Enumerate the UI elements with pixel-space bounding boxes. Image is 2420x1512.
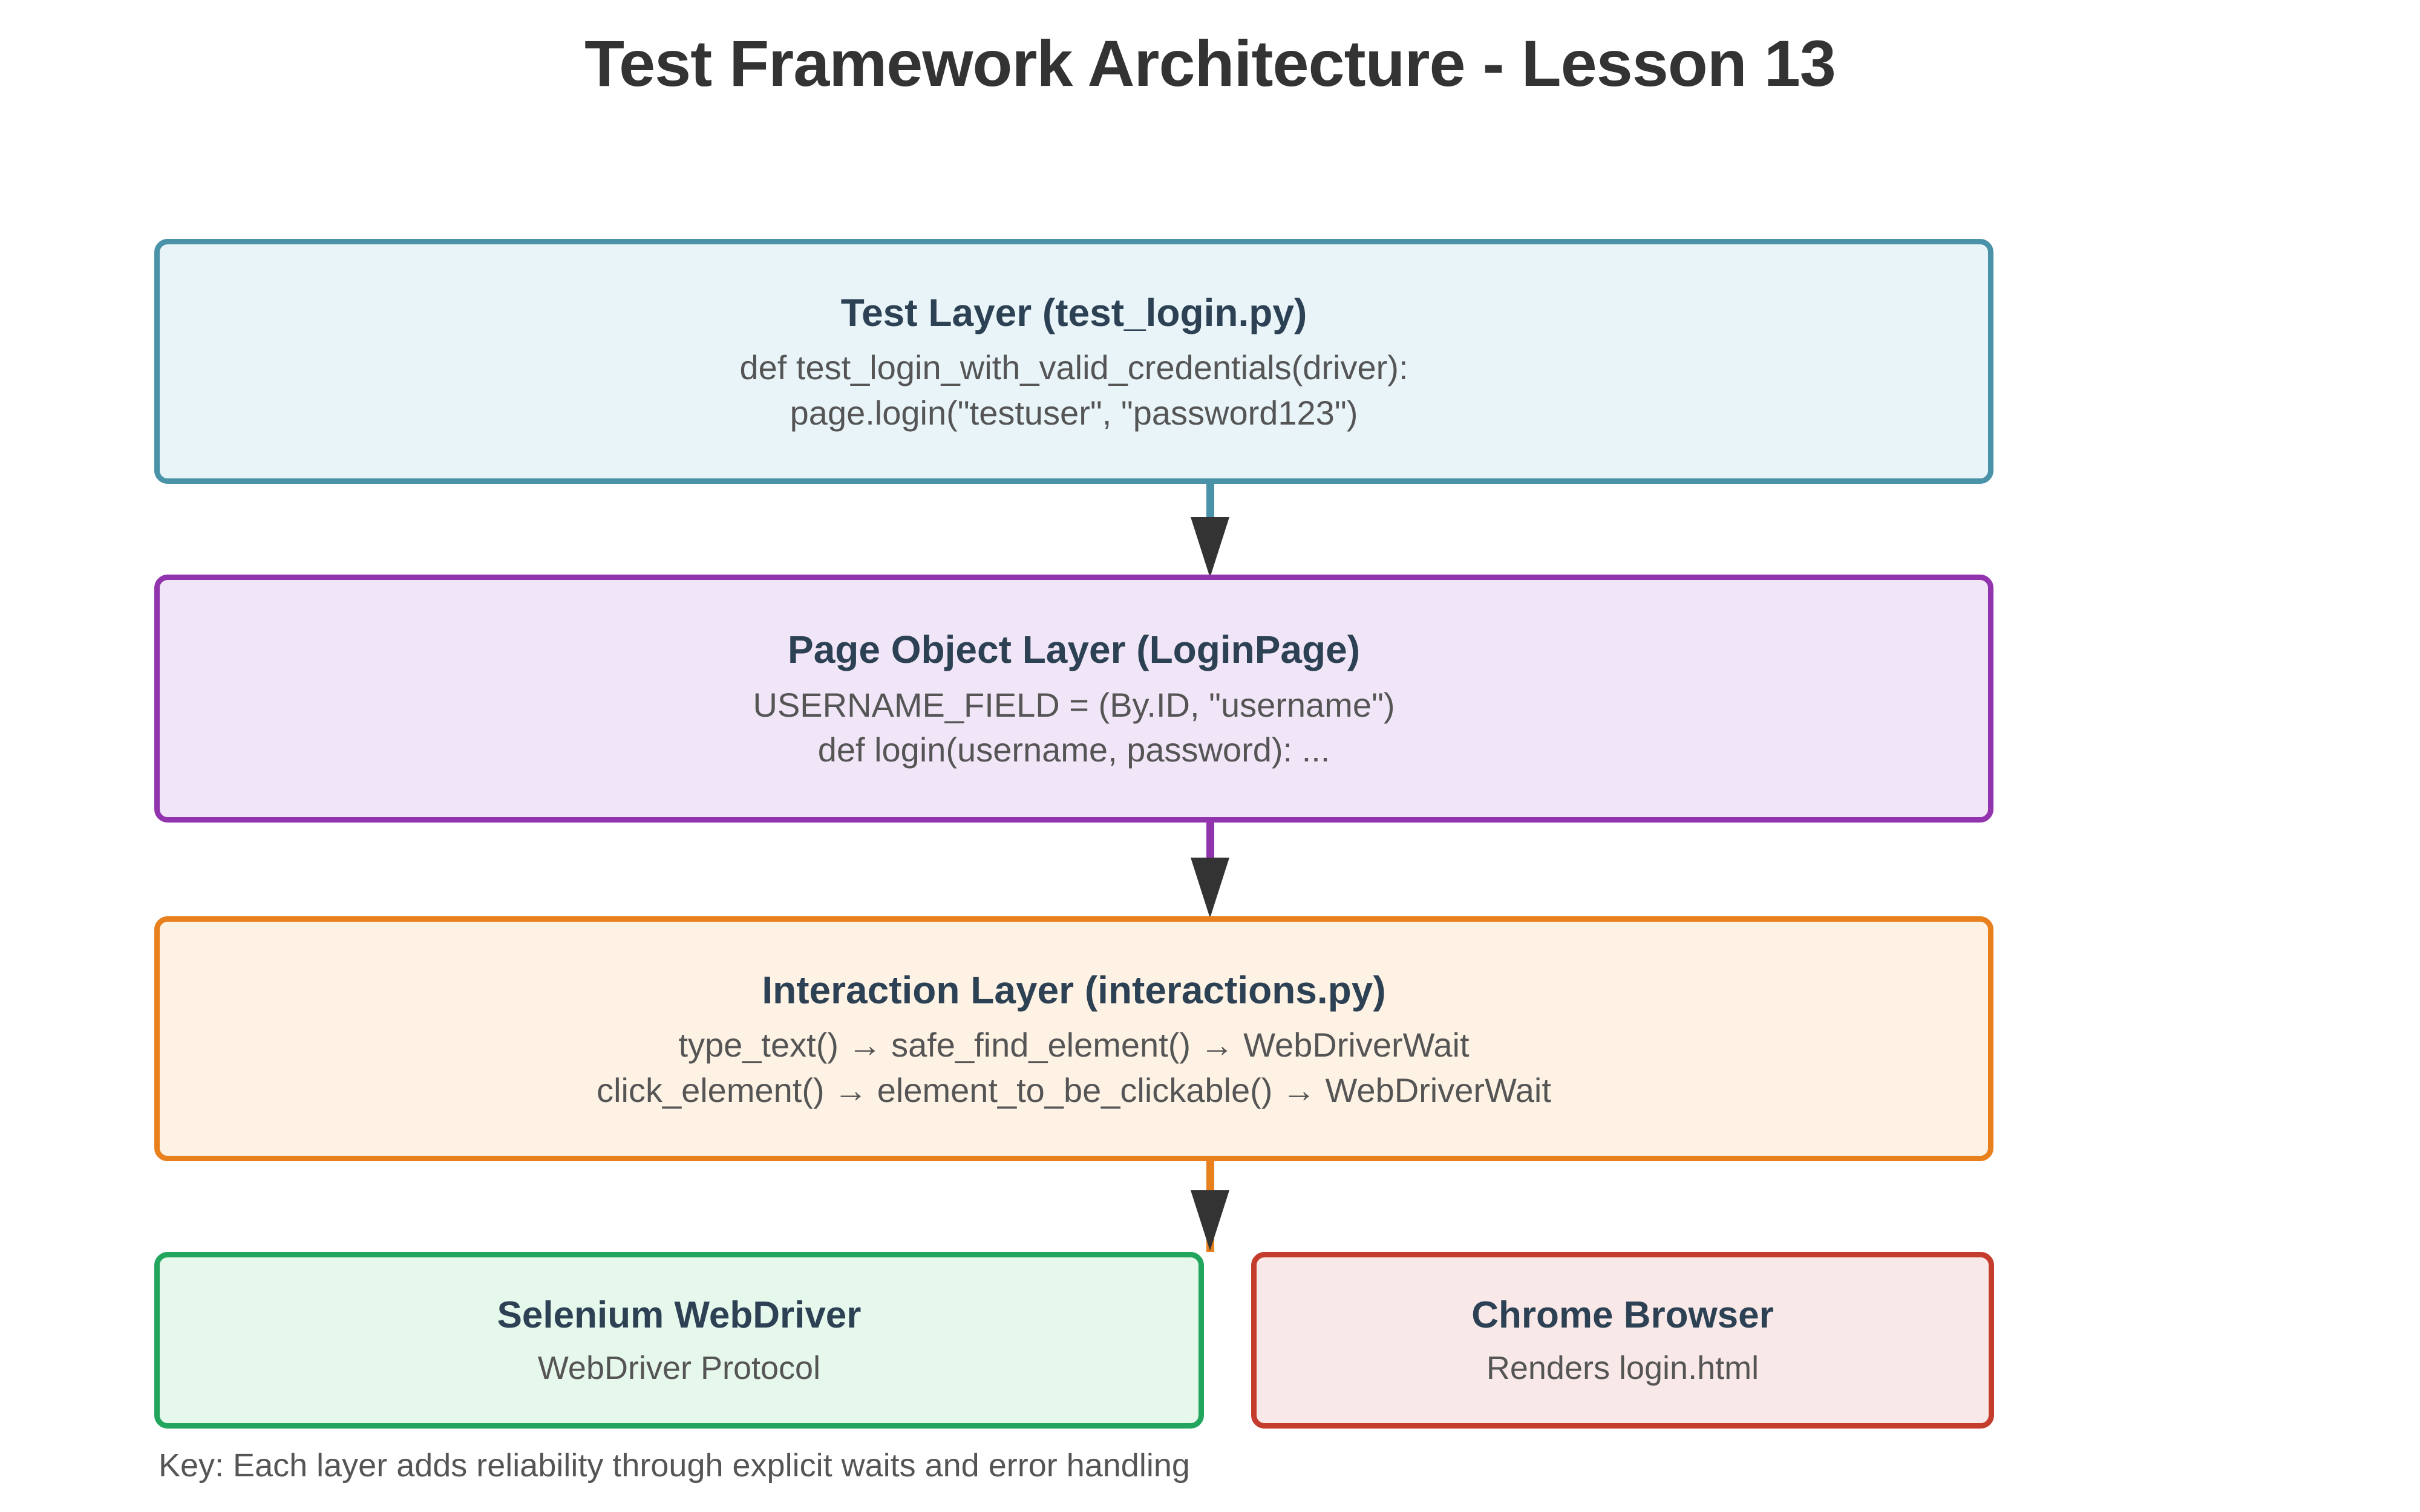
arrow-head-icon	[1191, 517, 1229, 578]
key-note: Key: Each layer adds reliability through…	[159, 1447, 1190, 1484]
layer-title-chrome-browser: Chrome Browser	[1471, 1294, 1774, 1336]
layer-subtitle-selenium-webdriver: WebDriver Protocol	[537, 1349, 821, 1386]
layer-title-test-layer: Test Layer (test_login.py)	[840, 290, 1307, 334]
arrow-head-icon	[1191, 858, 1229, 918]
arrow-shaft-icon	[1206, 823, 1214, 862]
layer-code-line-2-test-layer: page.login("testuser", "password123")	[790, 393, 1358, 432]
layer-box-page-object-layer[interactable]: Page Object Layer (LoginPage) USERNAME_F…	[154, 575, 1993, 823]
layer-box-chrome-browser[interactable]: Chrome Browser Renders login.html	[1251, 1252, 1994, 1429]
page-title: Test Framework Architecture - Lesson 13	[584, 27, 1836, 100]
arrow-shaft-icon	[1206, 484, 1214, 521]
layer-code-line-1-test-layer: def test_login_with_valid_credentials(dr…	[739, 348, 1408, 387]
layer-code-line-1-page-object-layer: USERNAME_FIELD = (By.ID, "username")	[753, 685, 1395, 724]
layer-code-line-2-interaction-layer: click_element() → element_to_be_clickabl…	[597, 1070, 1551, 1109]
layer-code-line-2-page-object-layer: def login(username, password): ...	[817, 731, 1330, 769]
layer-code-line-1-interaction-layer: type_text() → safe_find_element() → WebD…	[678, 1026, 1470, 1064]
layer-subtitle-chrome-browser: Renders login.html	[1486, 1349, 1759, 1386]
layer-title-page-object-layer: Page Object Layer (LoginPage)	[788, 628, 1360, 672]
layer-box-interaction-layer[interactable]: Interaction Layer (interactions.py) type…	[154, 916, 1993, 1161]
layer-title-selenium-webdriver: Selenium WebDriver	[497, 1294, 862, 1336]
layer-title-interaction-layer: Interaction Layer (interactions.py)	[762, 968, 1386, 1012]
layer-box-selenium-webdriver[interactable]: Selenium WebDriver WebDriver Protocol	[154, 1252, 1204, 1429]
arrow-head-icon	[1191, 1190, 1229, 1251]
layer-box-test-layer[interactable]: Test Layer (test_login.py) def test_logi…	[154, 239, 1993, 484]
